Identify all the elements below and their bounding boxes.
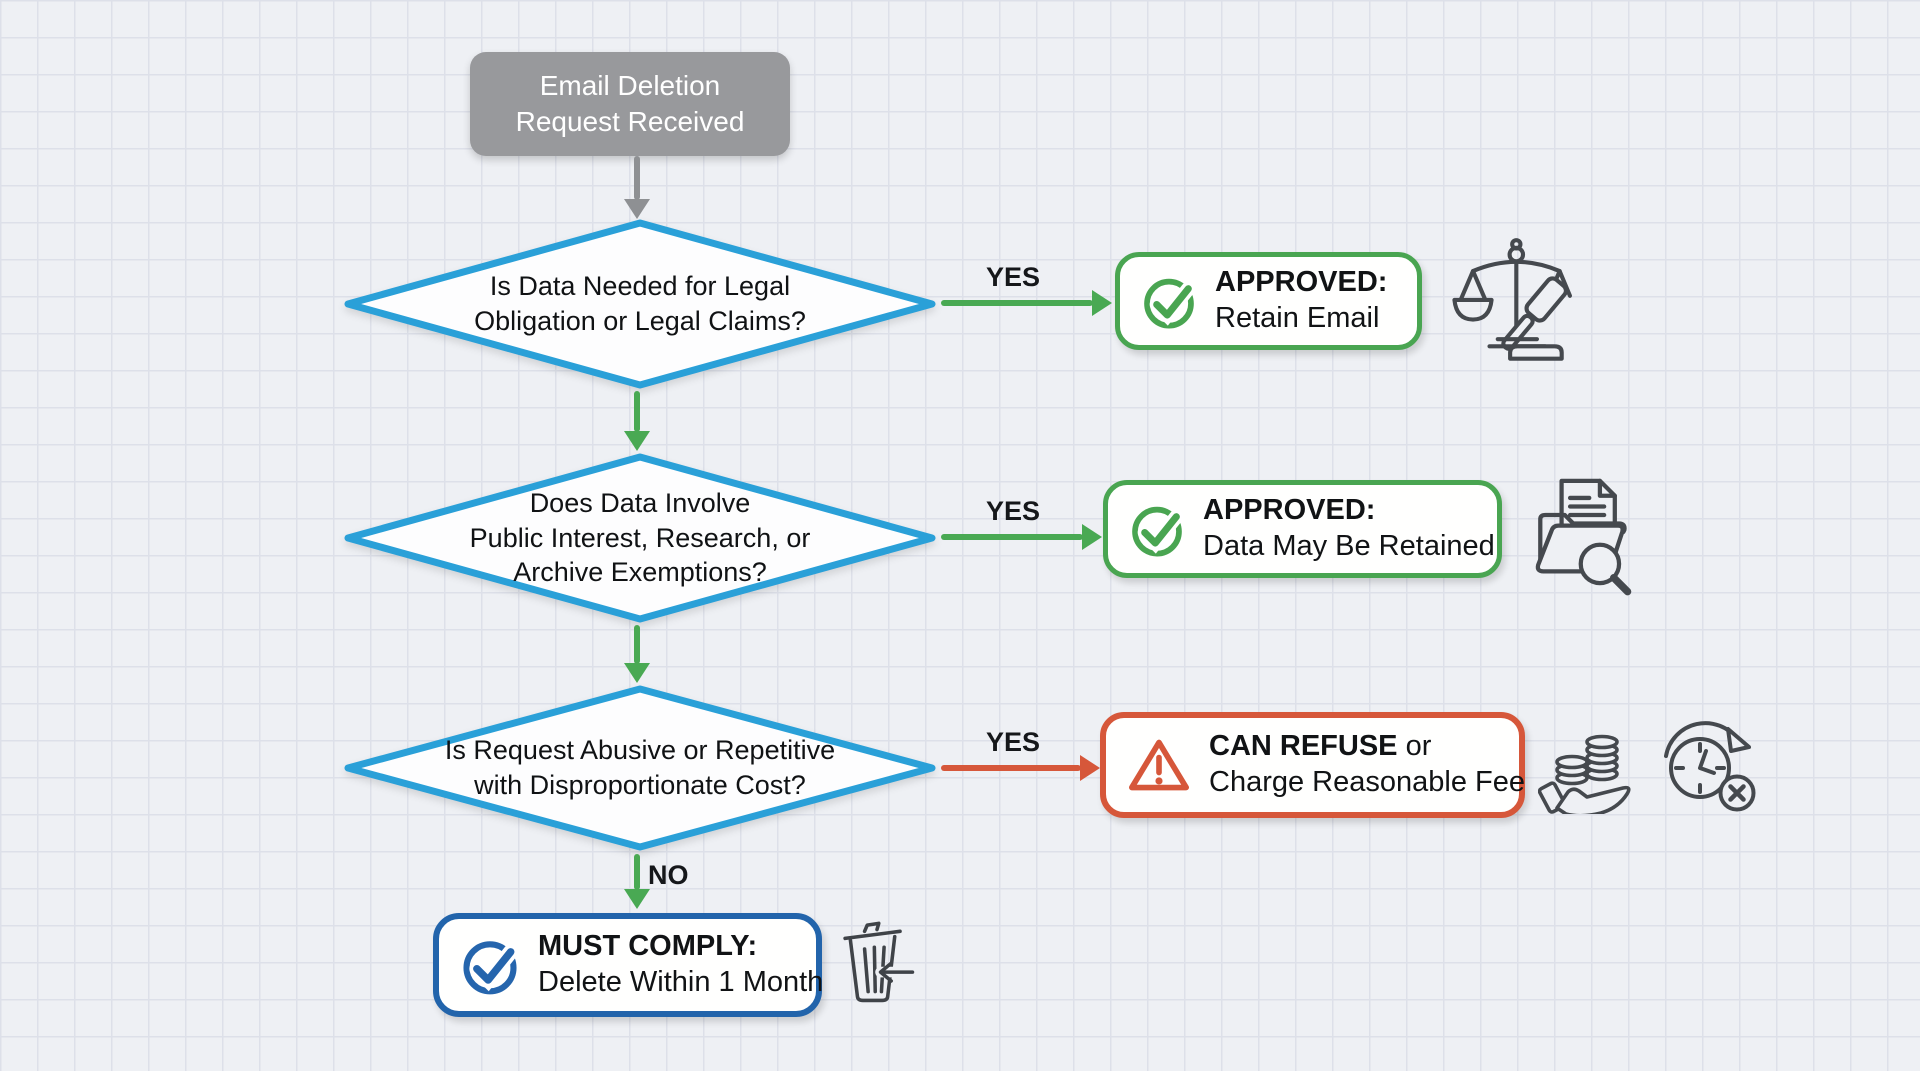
outcome-title: APPROVED: <box>1203 494 1376 527</box>
outcome-approved-retain-email: APPROVED: Retain Email <box>1115 252 1422 350</box>
check-circle-icon <box>1128 500 1186 558</box>
outcome-title-rest: or <box>1405 730 1432 763</box>
decision-abusive-request-text: Is Request Abusive or Repetitive with Di… <box>444 735 836 800</box>
outcome-must-comply: MUST COMPLY: Delete Within 1 Month <box>433 913 824 1017</box>
decision-public-interest: Does Data Involve Public Interest, Resea… <box>343 452 937 624</box>
coins-hand-icon <box>1538 710 1640 814</box>
outcome-approved-data-retained: APPROVED: Data May Be Retained <box>1103 480 1502 578</box>
folder-search-icon <box>1529 466 1641 598</box>
outcome-title: APPROVED: <box>1215 266 1388 299</box>
edge-label-yes-3: YES <box>985 727 1041 757</box>
start-node-line2: Request Received <box>515 106 745 137</box>
check-circle-icon <box>459 934 521 996</box>
trash-delete-icon <box>838 914 916 1016</box>
outcome-title: MUST COMPLY: <box>538 930 758 963</box>
start-node: Email Deletion Request Received <box>470 52 790 156</box>
start-node-line1: Email Deletion <box>539 69 721 101</box>
clock-deadline-icon <box>1652 714 1758 814</box>
outcome-subtitle: Charge Reasonable Fee <box>1209 766 1525 798</box>
outcome-title: CAN REFUSE <box>1209 730 1398 763</box>
scales-gavel-icon <box>1450 236 1595 368</box>
outcome-subtitle: Delete Within 1 Month <box>538 966 824 998</box>
outcome-can-refuse: CAN REFUSE or Charge Reasonable Fee <box>1100 712 1525 818</box>
decision-abusive-request: Is Request Abusive or Repetitive with Di… <box>343 684 937 852</box>
outcome-subtitle: Data May Be Retained <box>1203 530 1495 562</box>
warning-triangle-icon <box>1126 735 1192 795</box>
decision-public-interest-text: Does Data Involve Public Interest, Resea… <box>469 488 811 588</box>
edge-label-no: NO <box>648 860 689 890</box>
outcome-subtitle: Retain Email <box>1215 302 1380 334</box>
edge-label-yes-1: YES <box>985 262 1041 292</box>
check-circle-icon <box>1140 272 1198 330</box>
decision-legal-obligation-text: Is Data Needed for Legal Obligation or L… <box>474 271 806 336</box>
decision-legal-obligation: Is Data Needed for Legal Obligation or L… <box>343 218 937 390</box>
edge-label-yes-2: YES <box>985 496 1041 526</box>
